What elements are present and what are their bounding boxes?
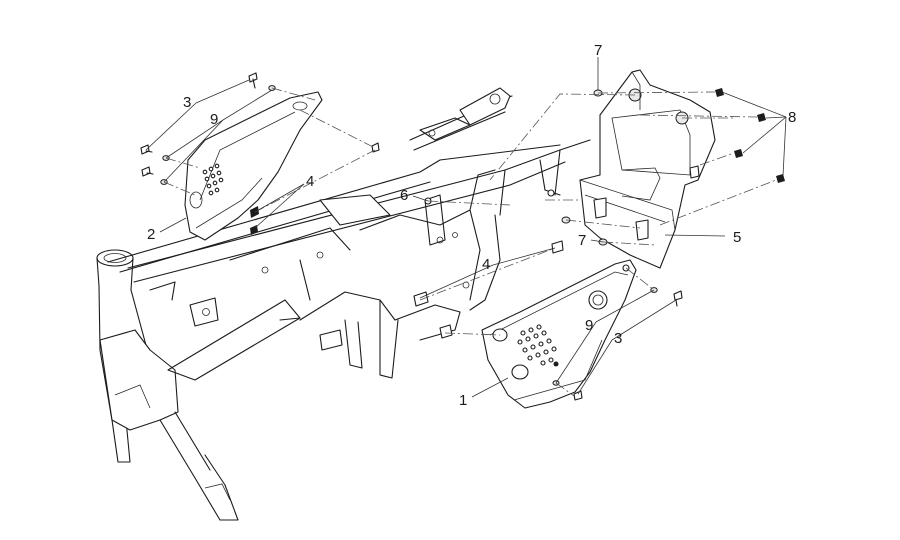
right-fasteners: [552, 287, 683, 401]
left-cover-vents: [202, 163, 224, 196]
callout-8: 8: [788, 109, 796, 126]
assembly-alignment-lines: [163, 87, 777, 397]
callout-9-left: 9: [210, 111, 218, 128]
callout-7-top: 7: [594, 42, 602, 59]
callout-6: 6: [400, 187, 408, 204]
callout-3-left: 3: [183, 94, 191, 111]
callout-4-left: 4: [306, 173, 314, 190]
right-cover-vents: [517, 324, 557, 366]
left-side-cover: [184, 91, 323, 241]
leader-lines: [145, 57, 787, 398]
left-fasteners: [140, 72, 432, 205]
callout-1: 1: [459, 392, 467, 409]
callout-9-right: 9: [585, 317, 593, 334]
rear-panel: [579, 69, 716, 269]
callout-2: 2: [147, 226, 155, 243]
callout-3-right: 3: [614, 330, 622, 347]
callout-5: 5: [733, 229, 741, 246]
motorcycle-frame: [96, 87, 591, 521]
right-side-cover: [481, 259, 637, 409]
callout-4-right: 4: [482, 256, 490, 273]
callout-7-mid: 7: [578, 232, 586, 249]
callout-labels: 3 9 2 4 6 7 8 7 5 4 9 3 1: [147, 42, 796, 409]
